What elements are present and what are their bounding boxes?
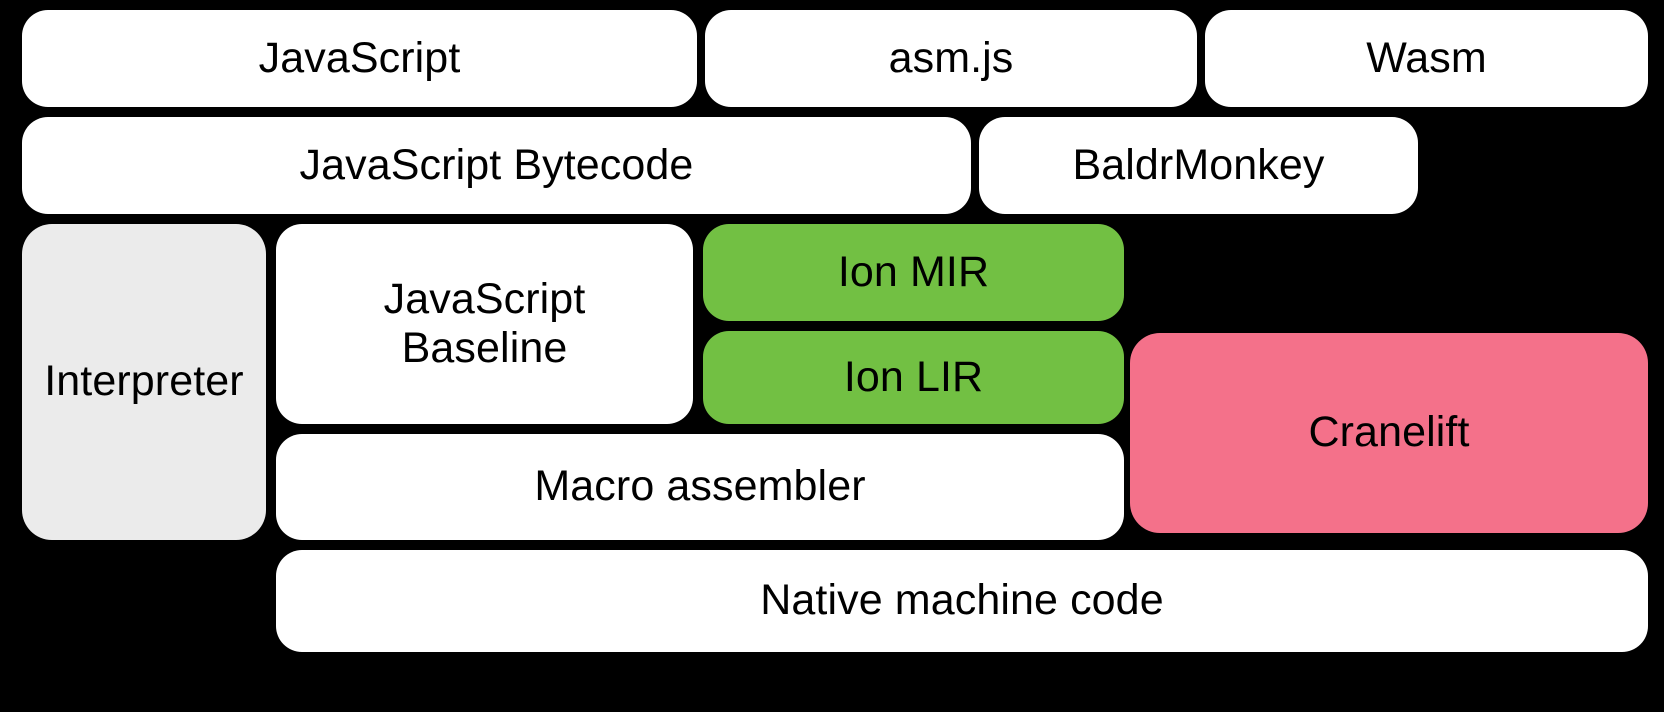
node-macro-assembler: Macro assembler — [276, 434, 1124, 540]
node-ion-lir: Ion LIR — [703, 331, 1124, 424]
node-wasm: Wasm — [1205, 10, 1648, 107]
node-javascript: JavaScript — [22, 10, 697, 107]
node-cranelift: Cranelift — [1130, 333, 1648, 533]
node-interpreter: Interpreter — [22, 224, 266, 540]
node-native-machine-code: Native machine code — [276, 550, 1648, 652]
node-baldrmonkey: BaldrMonkey — [979, 117, 1418, 214]
node-asm-js: asm.js — [705, 10, 1197, 107]
node-javascript-baseline: JavaScript Baseline — [276, 224, 693, 424]
node-ion-mir: Ion MIR — [703, 224, 1124, 321]
node-javascript-bytecode: JavaScript Bytecode — [22, 117, 971, 214]
